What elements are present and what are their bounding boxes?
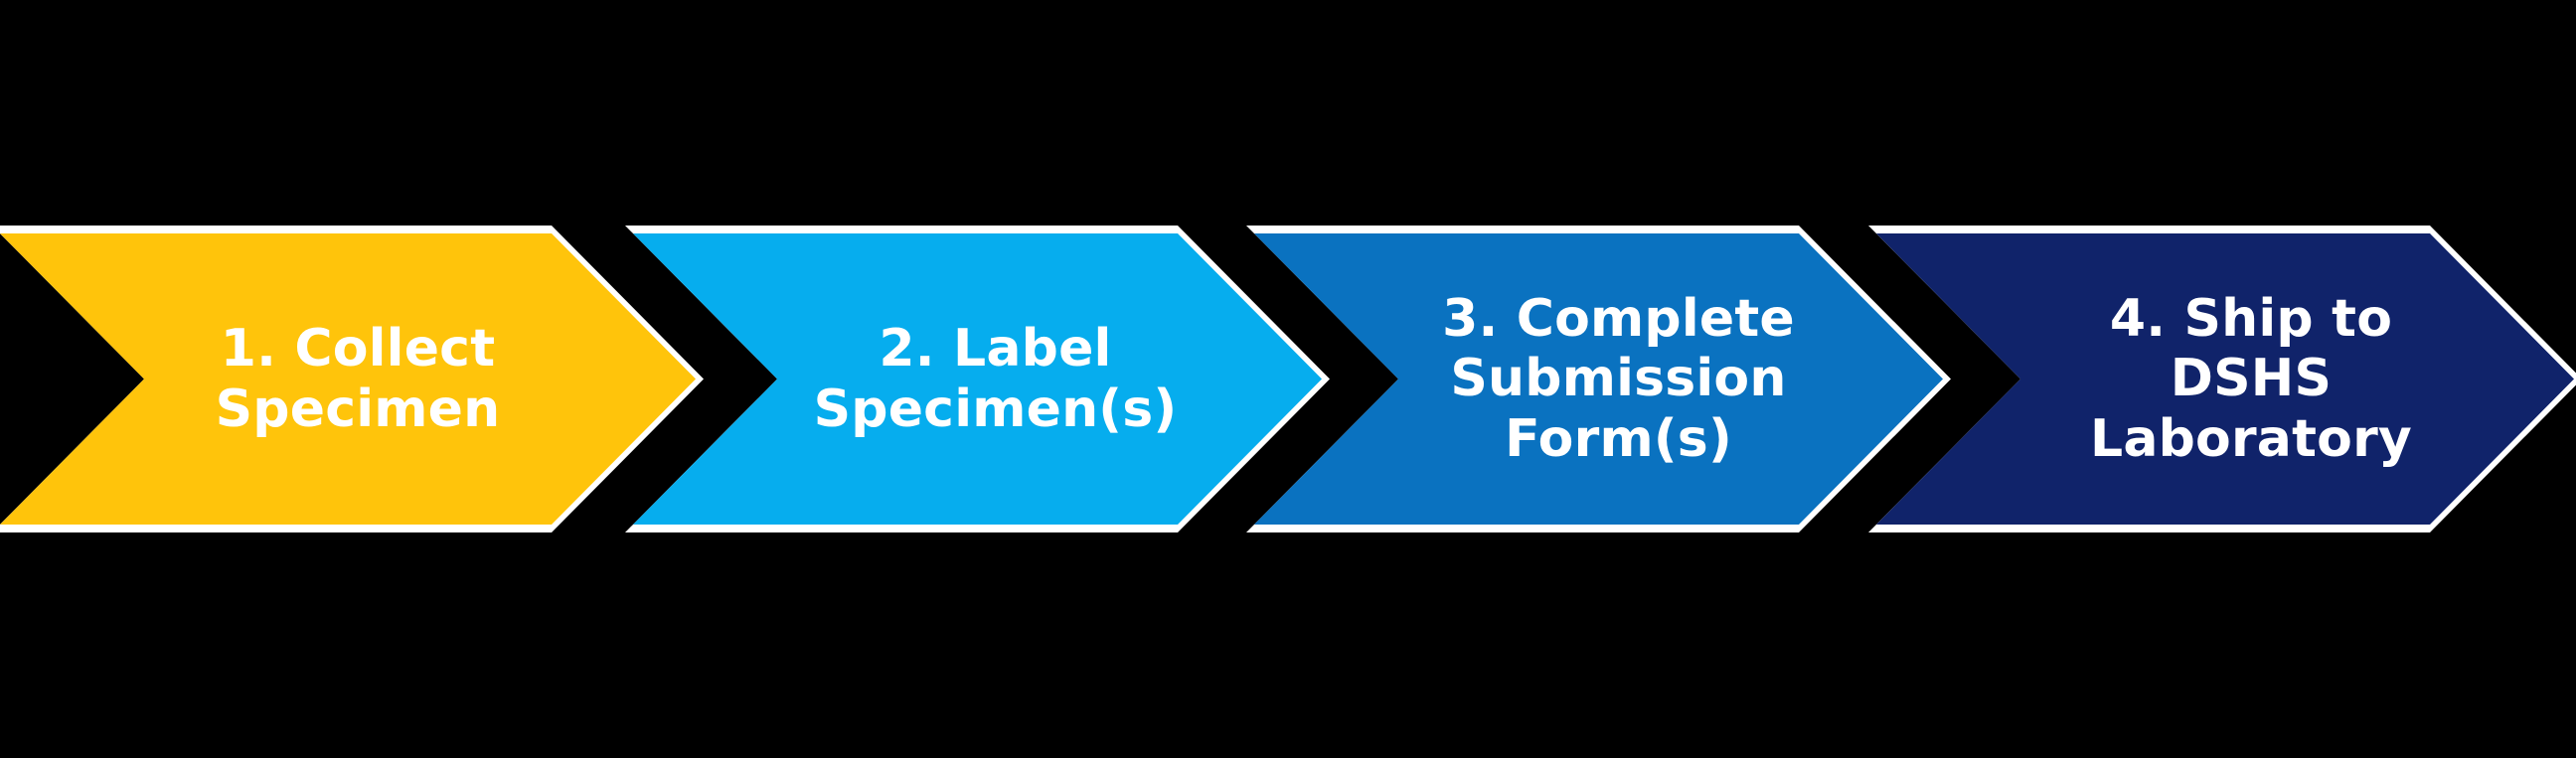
chevron-step-2-label: 2. Label Specimen(s) bbox=[813, 319, 1178, 439]
chevron-step-4-label: 4. Ship to DSHS Laboratory bbox=[2089, 289, 2413, 469]
chevron-step-3-label: 3. Complete Submission Form(s) bbox=[1442, 289, 1795, 469]
chevron-step-2[interactable]: 2. Label Specimen(s) bbox=[633, 233, 1322, 525]
chevron-step-3[interactable]: 3. Complete Submission Form(s) bbox=[1254, 233, 1943, 525]
chevron-step-1-label: 1. Collect Specimen bbox=[215, 319, 501, 439]
chevron-step-4[interactable]: 4. Ship to DSHS Laboratory bbox=[1876, 233, 2574, 525]
chevron-step-1[interactable]: 1. Collect Specimen bbox=[0, 233, 696, 525]
